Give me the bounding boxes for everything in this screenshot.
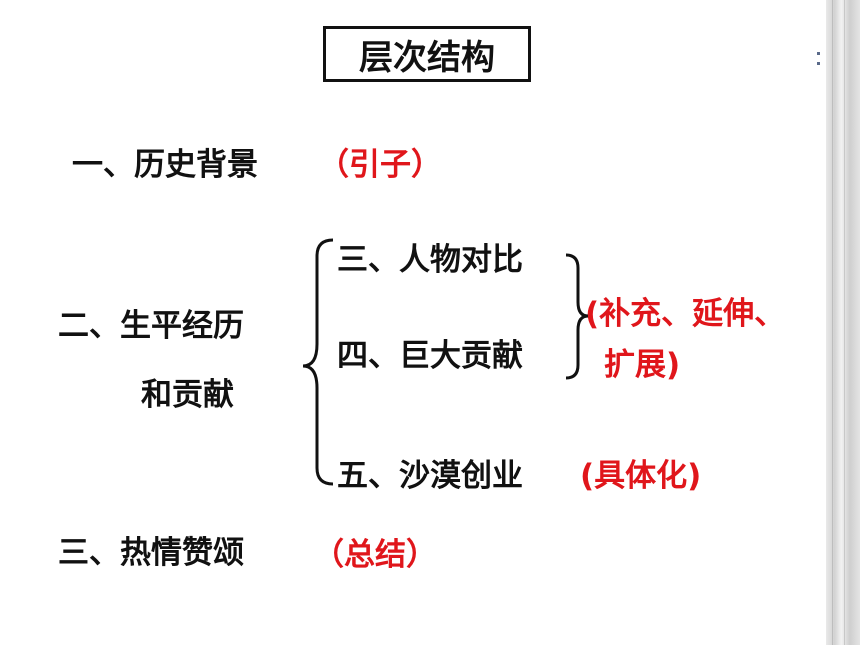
note-supplement-extension: (补充、延伸、	[585, 296, 786, 332]
note-expansion: 扩展)	[604, 347, 681, 383]
note-summary: （总结）	[313, 537, 437, 573]
left-curly-brace	[302, 238, 334, 486]
note-concretization: (具体化)	[580, 458, 702, 494]
side-scrollbar[interactable]	[826, 0, 860, 645]
item-history-background: 一、历史背景	[72, 147, 258, 183]
item-life-contribution-cont: 和贡献	[141, 377, 234, 413]
right-curly-brace	[565, 253, 589, 380]
item-praise: 三、热情赞颂	[58, 535, 244, 571]
item-life-contribution: 二、生平经历	[58, 308, 244, 344]
sub-item-desert-venture: 五、沙漠创业	[337, 458, 523, 494]
sub-item-comparison: 三、人物对比	[337, 242, 523, 278]
note-introduction: （引子）	[318, 147, 442, 183]
slide-marker-icon	[817, 48, 821, 70]
slide-title: 层次结构	[323, 26, 531, 82]
sub-item-great-contribution: 四、巨大贡献	[337, 338, 523, 374]
